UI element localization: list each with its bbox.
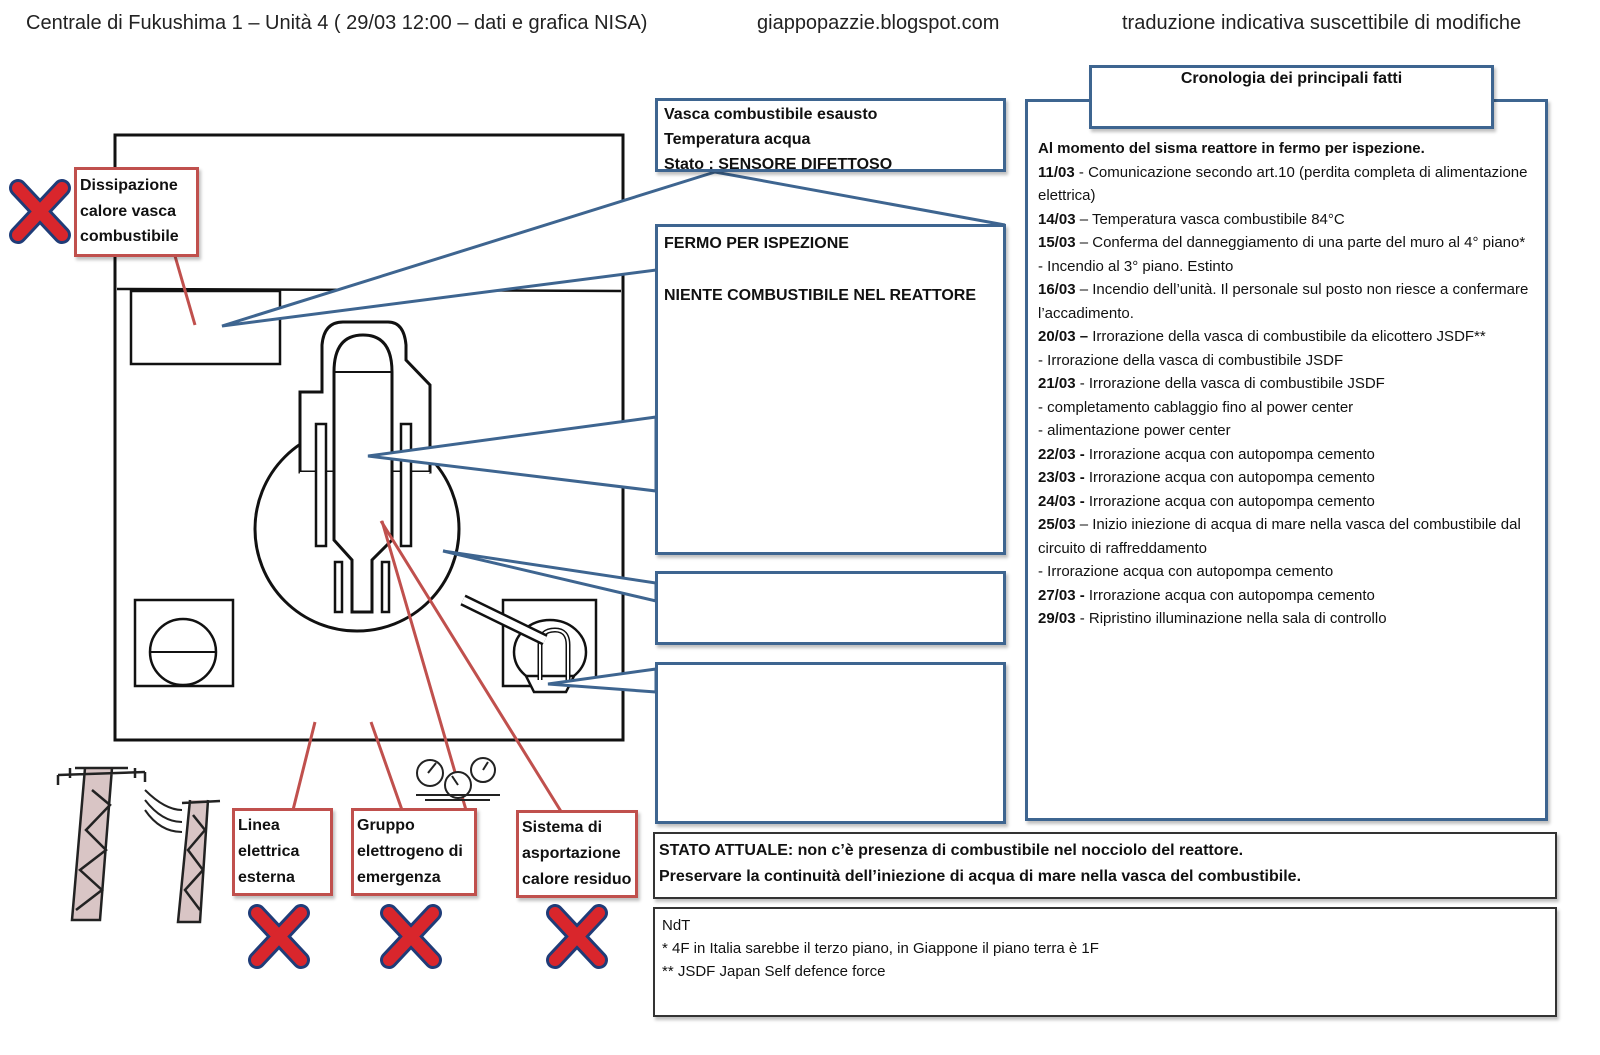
reactor-status-box: FERMO PER ISPEZIONE NIENTE COMBUSTIBILE … xyxy=(655,224,1006,555)
chronology-text: elettrica) xyxy=(1038,187,1096,204)
chronology-entry: 27/03 - Irrorazione acqua con autopompa … xyxy=(1038,584,1535,608)
header-source: giappopazzie.blogspot.com xyxy=(757,12,1000,34)
status-line1: STATO ATTUALE: non c’è presenza di combu… xyxy=(659,842,1244,859)
chronology-text: Conferma del danneggiamento di una parte… xyxy=(1092,234,1526,251)
fuel-pool-status-box: Vasca combustibile esausto Temperatura a… xyxy=(655,98,1006,173)
generator-icon xyxy=(416,757,500,801)
chronology-title: Cronologia dei principali fatti xyxy=(1180,70,1403,87)
chronology-entry: - alimentazione power center xyxy=(1038,419,1535,443)
chronology-date: 21/03 xyxy=(1038,375,1076,392)
chronology-entry: 15/03 – Conferma del danneggiamento di u… xyxy=(1038,234,1526,251)
chronology-date: 25/03 xyxy=(1038,516,1076,533)
status-line2: Preservare la continuità dell’iniezione … xyxy=(659,868,1302,885)
chronology-date: 27/03 - xyxy=(1038,586,1085,604)
chronology-entry: 11/03 - Comunicazione secondo art.10 (pe… xyxy=(1038,163,1528,181)
failure-cross-icon xyxy=(248,904,310,969)
pool-box-line3: Stato : SENSORE DIFETTOSO xyxy=(664,156,893,173)
chronology-entry: 24/03 - Irrorazione acqua con autopompa … xyxy=(1038,490,1535,514)
chronology-box: Al momento del sisma reattore in fermo p… xyxy=(1025,99,1548,821)
chronology-text: circuito di raffreddamento xyxy=(1038,539,1207,557)
chronology-entry: - Irrorazione acqua con autopompa cement… xyxy=(1038,560,1535,584)
chronology-intro: Al momento del sisma reattore in fermo p… xyxy=(1038,140,1425,157)
chronology-text: Inizio iniezione di acqua di mare nella … xyxy=(1092,516,1521,533)
chronology-text: Comunicazione secondo art.10 (perdita co… xyxy=(1088,163,1528,181)
pool-cooling-label: Dissipazione calore vasca combustibile xyxy=(74,167,199,257)
chronology-entry: elettrica) xyxy=(1038,184,1535,208)
chronology-entry: - Incendio al 3° piano. Estinto xyxy=(1038,255,1535,279)
power-line-label: Linea elettrica esterna xyxy=(232,808,333,896)
notes-line: * 4F in Italia sarebbe il terzo piano, i… xyxy=(662,940,1099,957)
translator-notes-box: NdT * 4F in Italia sarebbe il terzo pian… xyxy=(653,907,1557,1017)
header-title: Centrale di Fukushima 1 – Unità 4 ( 29/0… xyxy=(26,12,648,34)
chronology-text: - alimentazione power center xyxy=(1038,422,1231,439)
reactor-pressure-vessel xyxy=(332,333,394,614)
notes-line: ** JSDF Japan Self defence force xyxy=(662,963,886,980)
chronology-title-box: Cronologia dei principali fatti xyxy=(1089,65,1494,129)
chronology-text: Ripristino illuminazione nella sala di c… xyxy=(1088,610,1387,627)
chronology-text: l’accadimento. xyxy=(1038,304,1134,322)
failure-cross-icon xyxy=(546,904,608,969)
generator-label: Gruppo elettrogeno di emergenza xyxy=(351,808,477,896)
chronology-date: 11/03 xyxy=(1038,163,1075,181)
chronology-entry: 20/03 – Irrorazione della vasca di combu… xyxy=(1038,325,1535,349)
chronology-date: 29/03 xyxy=(1038,610,1076,627)
chronology-entry: 22/03 - Irrorazione acqua con autopompa … xyxy=(1038,443,1535,467)
chronology-date: 23/03 - xyxy=(1038,469,1085,486)
residual-heat-label: Sistema di asportazione calore residuo xyxy=(516,810,638,898)
chronology-text: - completamento cablaggio fino al power … xyxy=(1038,398,1354,416)
chronology-entry: circuito di raffreddamento xyxy=(1038,537,1535,561)
chronology-entry: - Irrorazione della vasca di combustibil… xyxy=(1038,349,1535,373)
chronology-entry: 25/03 – Inizio iniezione di acqua di mar… xyxy=(1038,516,1521,533)
chronology-text: - Irrorazione della vasca di combustibil… xyxy=(1038,351,1344,369)
power-tower-icon xyxy=(56,766,221,924)
chronology-text: Irrorazione acqua con autopompa cemento xyxy=(1088,492,1375,510)
chronology-date: 16/03 xyxy=(1038,281,1076,298)
chronology-entry: 21/03 - Irrorazione della vasca di combu… xyxy=(1038,375,1385,392)
reactor-box-line1: FERMO PER ISPEZIONE xyxy=(664,235,849,252)
chronology-text: - Incendio al 3° piano. Estinto xyxy=(1038,257,1234,275)
chronology-text: Irrorazione acqua con autopompa cemento xyxy=(1088,445,1375,463)
chronology-text: Incendio dell’unità. Il personale sul po… xyxy=(1092,281,1529,298)
chronology-text: Irrorazione acqua con autopompa cemento xyxy=(1088,469,1375,486)
chronology-entry: 14/03 – Temperatura vasca combustibile 8… xyxy=(1038,210,1345,228)
chronology-entry: l’accadimento. xyxy=(1038,302,1535,326)
chronology-date: 20/03 – xyxy=(1038,328,1089,345)
chronology-entry: 16/03 – Incendio dell’unità. Il personal… xyxy=(1038,281,1529,298)
notes-title: NdT xyxy=(662,917,691,934)
chronology-entry: 23/03 - Irrorazione acqua con autopompa … xyxy=(1038,466,1535,490)
chronology-text: Temperatura vasca combustibile 84°C xyxy=(1091,210,1345,228)
chronology-text: Irrorazione della vasca di combustibile … xyxy=(1092,328,1486,345)
chronology-text: - Irrorazione acqua con autopompa cement… xyxy=(1038,563,1334,580)
chronology-date: 24/03 - xyxy=(1038,492,1085,510)
header-disclaimer: traduzione indicativa suscettibile di mo… xyxy=(1122,12,1522,34)
fuel-pool xyxy=(129,289,282,366)
chronology-date: 15/03 xyxy=(1038,234,1076,251)
reactor-box-line2: NIENTE COMBUSTIBILE NEL REATTORE xyxy=(664,287,977,304)
failure-cross-icon xyxy=(380,904,442,969)
pool-box-line1: Vasca combustibile esausto xyxy=(664,106,878,123)
chronology-text: Irrorazione acqua con autopompa cemento xyxy=(1088,586,1375,604)
exchanger-status-box xyxy=(655,662,1006,824)
chronology-date: 14/03 xyxy=(1038,210,1076,228)
chronology-date: 22/03 - xyxy=(1038,445,1085,463)
failure-cross-icon xyxy=(9,179,71,244)
pool-pointer xyxy=(221,170,1006,328)
pool-box-line2: Temperatura acqua xyxy=(664,131,811,148)
chronology-entry: - completamento cablaggio fino al power … xyxy=(1038,396,1535,420)
current-status-box: STATO ATTUALE: non c’è presenza di combu… xyxy=(653,832,1557,899)
suppression-status-box xyxy=(655,571,1006,645)
chronology-entry: 29/03 - Ripristino illuminazione nella s… xyxy=(1038,610,1387,627)
chronology-text: Irrorazione della vasca di combustibile … xyxy=(1088,375,1385,392)
chronology-list: 11/03 - Comunicazione secondo art.10 (pe… xyxy=(1038,161,1535,631)
